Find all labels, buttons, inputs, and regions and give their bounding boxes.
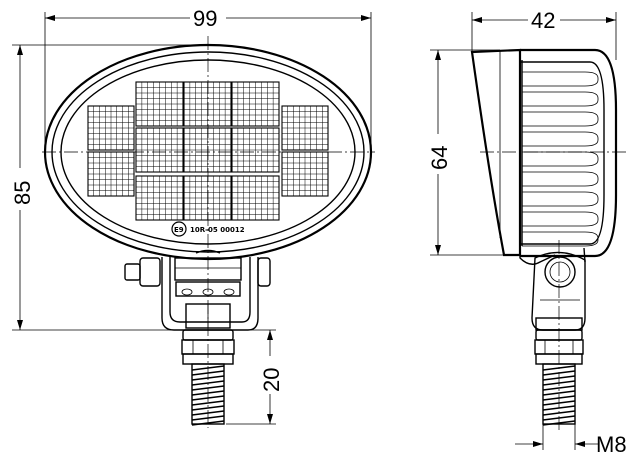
front-mounting-bracket — [124, 249, 271, 331]
led-cell-center-1-0 — [135, 127, 184, 173]
approval-number: 10R-05 00012 — [190, 226, 245, 234]
dimension-85-label: 85 — [10, 181, 35, 205]
dimension-64: 64 — [426, 49, 505, 256]
dimension-99: 99 — [44, 5, 372, 150]
led-cell-left-1 — [87, 151, 135, 197]
led-cell-center-0-1 — [183, 81, 232, 127]
led-module-grid — [87, 81, 329, 221]
led-cell-center-0-0 — [135, 81, 184, 127]
approval-marking: E9 10R-05 00012 — [171, 221, 245, 237]
approval-symbol: E9 — [174, 226, 184, 234]
dimension-42-label: 42 — [531, 8, 555, 33]
dimension-85: 85 — [6, 44, 208, 331]
fin-2 — [522, 111, 599, 127]
led-cell-left-0 — [87, 105, 135, 151]
dimension-20: 20 — [226, 329, 284, 425]
fin-3 — [522, 131, 599, 147]
side-heatsink-fins — [521, 60, 599, 247]
side-heatsink-outline — [520, 48, 618, 258]
dimension-m8-label: M8 — [596, 432, 627, 457]
led-cell-center-2-1 — [183, 175, 232, 221]
led-cell-center-2-2 — [231, 175, 280, 221]
fin-6 — [522, 191, 599, 207]
fin-4 — [522, 151, 599, 167]
dimension-42: 42 — [471, 7, 617, 60]
led-cell-right-0 — [281, 105, 329, 151]
led-cell-center-0-2 — [231, 81, 280, 127]
led-cell-center-1-1 — [183, 127, 232, 173]
front-view: E9 10R-05 00012 — [6, 5, 375, 428]
fin-8 — [522, 231, 599, 247]
fin-1 — [522, 91, 599, 107]
dimension-64-label: 64 — [427, 146, 452, 170]
side-view: 42 64 M8 — [426, 7, 628, 457]
approval-circle — [171, 221, 187, 237]
dimension-m8: M8 — [515, 424, 627, 457]
dimension-99-label: 99 — [193, 6, 217, 31]
led-cell-right-1 — [281, 151, 329, 197]
dimension-20-label: 20 — [259, 368, 284, 392]
side-lens-plate — [470, 48, 522, 257]
fin-0 — [522, 71, 599, 87]
led-cell-center-1-2 — [231, 127, 280, 173]
fin-5 — [522, 171, 599, 187]
fin-7 — [522, 211, 599, 227]
led-cell-center-2-0 — [135, 175, 184, 221]
